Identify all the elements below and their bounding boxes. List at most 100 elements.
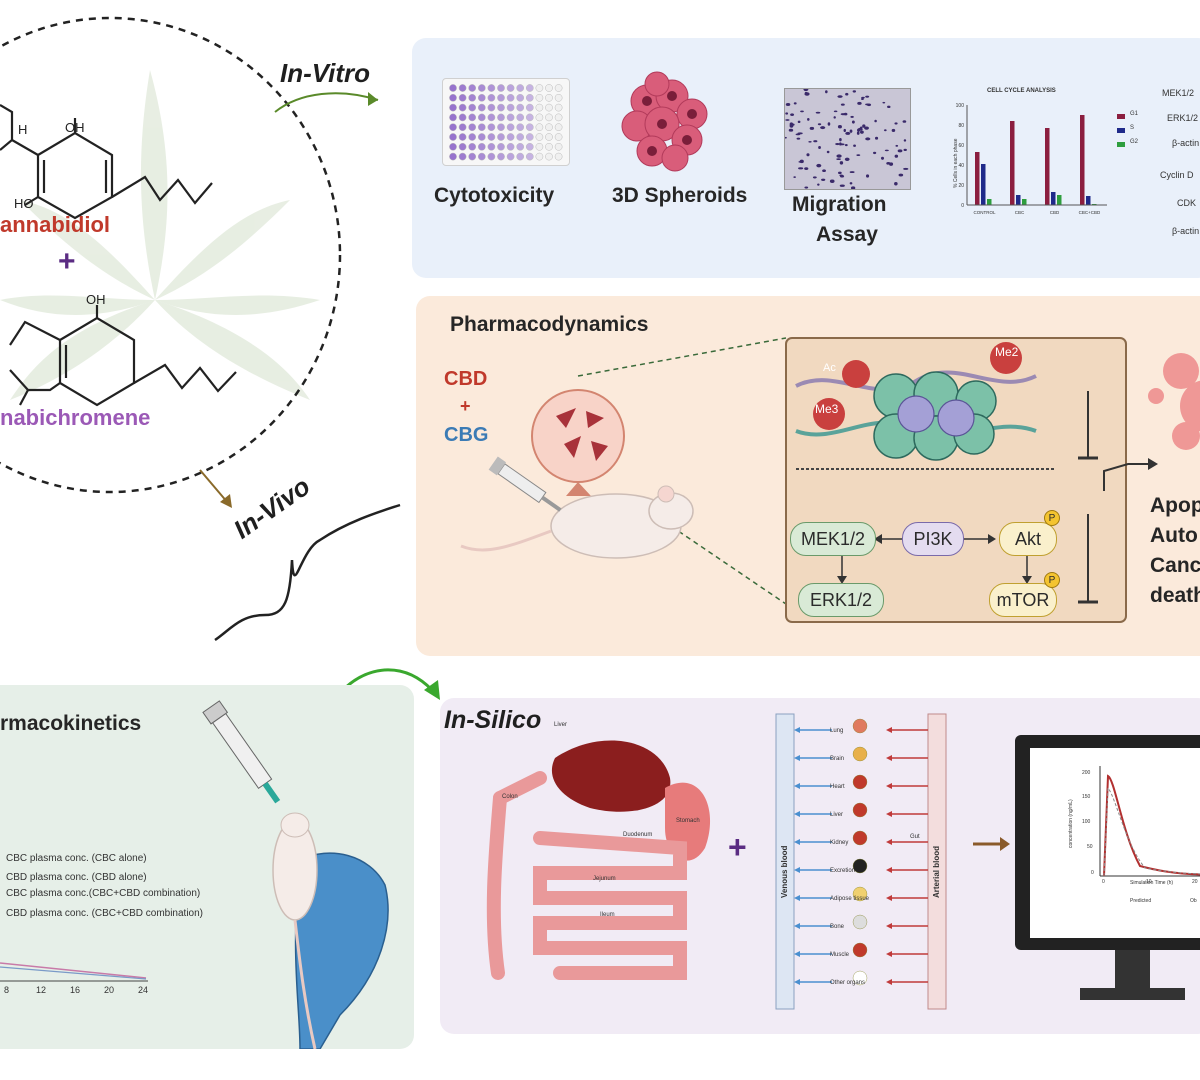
monitor-xtick-10: 10	[1146, 879, 1152, 885]
well	[525, 113, 534, 122]
legend-s: S	[1130, 125, 1135, 131]
spheroid-icon	[617, 66, 712, 176]
migrated-cell	[835, 142, 840, 146]
well	[554, 152, 563, 161]
well	[487, 123, 496, 132]
well	[449, 152, 457, 161]
outcome-death: death	[1150, 584, 1200, 607]
well	[487, 152, 496, 161]
western-actin-1: β-actin	[1172, 138, 1200, 148]
migrated-cell	[785, 136, 787, 139]
migrated-cell	[813, 140, 818, 143]
migrated-cell	[833, 116, 836, 119]
well	[535, 113, 544, 122]
gut-duodenum: Duodenum	[623, 832, 653, 838]
pbpk-organ-3: Liver	[830, 812, 844, 818]
well	[468, 123, 477, 132]
migrated-cell	[804, 91, 808, 94]
migrated-cell	[825, 90, 828, 94]
pk-graphics	[0, 700, 389, 1049]
organ-icon	[852, 886, 868, 902]
well	[545, 113, 553, 122]
pbpk-organ-2: Heart	[830, 784, 845, 790]
well	[525, 123, 534, 132]
migrated-cell	[849, 182, 853, 185]
bar-G1-CBD	[1045, 128, 1050, 205]
migrated-cell	[797, 120, 801, 124]
well	[449, 142, 457, 151]
organ-icon	[852, 830, 868, 846]
organ-icon	[852, 942, 868, 958]
well	[497, 133, 505, 141]
assay-label: Assay	[816, 223, 878, 246]
migrated-cell	[843, 128, 846, 133]
chart-title: CELL CYCLE ANALYSIS	[987, 88, 1056, 94]
migrated-cell	[903, 139, 907, 142]
pbpk-organ-5: Excretion	[830, 868, 856, 874]
migrated-cell	[865, 174, 870, 178]
western-mek: MEK1/2	[1162, 88, 1195, 98]
pk-legend-4: CBD plasma conc. (CBC+CBD combination)	[6, 908, 204, 919]
plus-sign: +	[58, 245, 76, 278]
gut-ileum: Ileum	[600, 912, 615, 918]
well	[525, 152, 534, 161]
well	[497, 123, 505, 132]
well	[506, 93, 515, 102]
migrated-cell	[822, 169, 826, 173]
migrated-cell	[804, 186, 809, 189]
monitor-xlabel: Simulation Time (h)	[1130, 880, 1174, 886]
well	[468, 142, 477, 151]
arterial-blood-label: Arterial blood	[932, 845, 941, 898]
migrated-cell	[857, 101, 862, 105]
chart-ylabel: % Cells in each phase	[953, 138, 959, 188]
mark-me2: Me2	[995, 345, 1019, 359]
oh-bottom-label: OH	[86, 292, 106, 307]
well	[535, 142, 544, 151]
migrated-cell	[800, 110, 804, 113]
well	[554, 113, 563, 122]
outcome-apoptosis: Apop	[1150, 494, 1200, 517]
migrated-cell	[796, 137, 801, 140]
migrated-cell	[829, 179, 835, 183]
well	[497, 142, 505, 151]
migrated-cell	[836, 154, 842, 158]
well	[487, 103, 496, 112]
well	[487, 84, 496, 92]
migrated-cell	[826, 150, 830, 154]
migrated-cell	[894, 122, 898, 125]
gut-liver: Liver	[554, 722, 568, 728]
well	[449, 84, 457, 92]
well-plate-icon	[442, 78, 570, 166]
migrated-cell	[883, 129, 887, 132]
pk-legend-1: CBC plasma conc. (CBC alone)	[6, 853, 147, 864]
well	[477, 123, 486, 132]
western-cdk: CDK	[1177, 198, 1197, 208]
well	[525, 93, 534, 102]
migrated-cell	[817, 123, 822, 126]
migrated-cell	[785, 119, 790, 121]
migrated-cell	[807, 118, 810, 121]
pk-xtick-8: 8	[4, 985, 10, 995]
migrated-cell	[856, 154, 861, 156]
migrated-cell	[839, 137, 842, 142]
migrated-cell	[815, 111, 821, 114]
bar-G2-CONTROL	[987, 199, 992, 205]
well	[554, 133, 563, 141]
well	[506, 152, 515, 161]
node-mek: MEK1/2	[790, 522, 876, 556]
well	[545, 93, 553, 102]
well	[506, 123, 515, 132]
migrated-cell	[850, 186, 856, 189]
western-cyclin: Cyclin D	[1160, 170, 1194, 180]
migrated-cell	[860, 130, 864, 134]
migrated-cell	[888, 162, 894, 166]
well	[506, 113, 515, 122]
well	[516, 84, 525, 92]
xtick-CBC: CBC	[1015, 210, 1025, 215]
well	[497, 152, 505, 161]
pd-cbg: CBG	[444, 424, 489, 446]
well	[535, 123, 544, 132]
monitor-ytick-0: 0	[1091, 870, 1094, 876]
migrated-cell	[839, 161, 844, 165]
pbpk-organ-0: Lung	[830, 728, 844, 734]
